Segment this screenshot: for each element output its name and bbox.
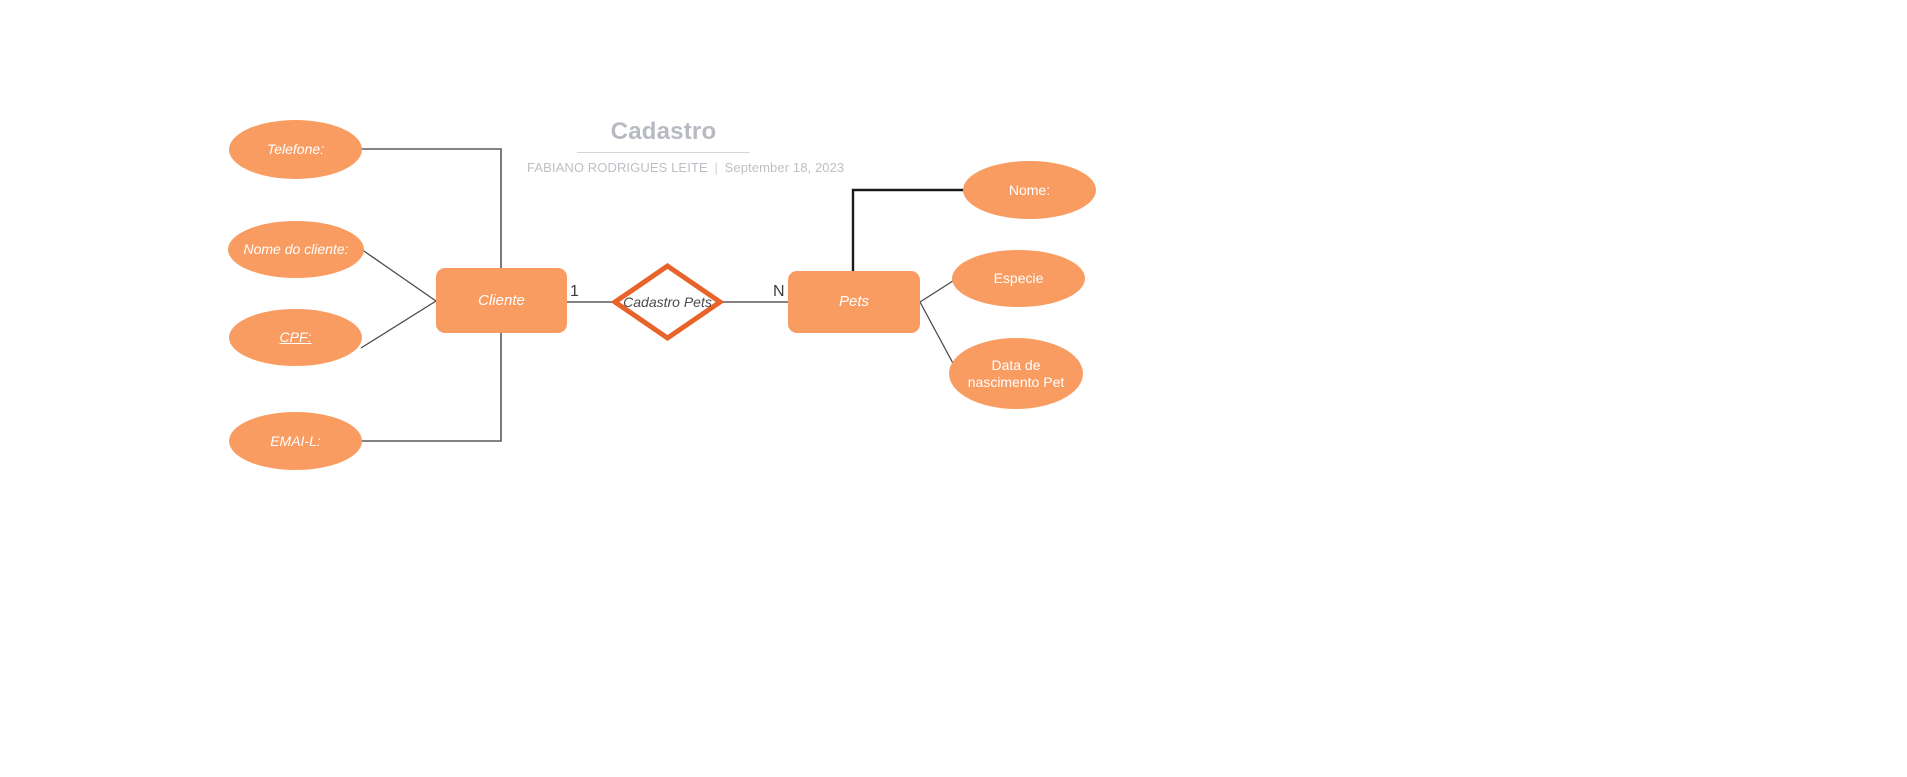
entity-cliente-label: Cliente (478, 291, 525, 309)
connector-cpf-cliente (360, 300, 437, 349)
relationship-cadastro-pets-label: Cadastro Pets (623, 293, 712, 310)
byline-date: September 18, 2023 (724, 160, 845, 175)
document-header: Cadastro FABIANO RODRIGUES LEITE | Septe… (527, 118, 844, 175)
attribute-email[interactable]: EMAI-L: (229, 412, 362, 470)
attribute-data-nascimento-pet-line1: Data de (991, 356, 1041, 373)
relationship-cadastro-pets[interactable]: Cadastro Pets (612, 263, 723, 341)
page-title: Cadastro (610, 118, 717, 145)
diamond-shape-icon (612, 263, 723, 341)
document-byline: FABIANO RODRIGUES LEITE | September 18, … (527, 160, 844, 175)
attribute-email-label: EMAI-L: (270, 432, 321, 449)
connector-emaill-cliente (361, 333, 502, 442)
attribute-nome-do-cliente-label: Nome do cliente: (243, 241, 349, 257)
connector-datanascimento-pets (919, 301, 956, 368)
connector-nomepet-pets (851, 188, 964, 271)
entity-cliente[interactable]: Cliente (436, 268, 567, 333)
attribute-cpf-label: CPF: (279, 329, 312, 345)
attribute-cpf[interactable]: CPF: (229, 309, 362, 366)
attribute-nome-pet-label: Nome: (1008, 181, 1051, 198)
attribute-data-nascimento-pet[interactable]: Data de nascimento Pet (949, 338, 1083, 409)
connector-especie-pets (919, 278, 957, 303)
attribute-nome-do-cliente[interactable]: Nome do cliente: (228, 221, 364, 278)
attribute-especie-label: Especie (993, 270, 1044, 286)
attribute-nome-pet[interactable]: Nome: (963, 161, 1096, 219)
entity-pets-label: Pets (838, 293, 869, 310)
attribute-telefone-label: Telefone: (266, 141, 325, 157)
attribute-data-nascimento-pet-line2: nascimento Pet (967, 373, 1065, 390)
attribute-telefone[interactable]: Telefone: (229, 120, 362, 179)
connector-nome-cliente (360, 248, 437, 302)
byline-author: FABIANO RODRIGUES LEITE (527, 160, 708, 175)
connector-telefone-cliente (361, 148, 502, 268)
cardinality-one: 1 (570, 283, 579, 300)
byline-separator: | (714, 160, 718, 175)
title-divider (577, 152, 750, 153)
cardinality-many: N (773, 283, 785, 300)
attribute-especie[interactable]: Especie (952, 250, 1085, 307)
entity-pets[interactable]: Pets (788, 271, 920, 333)
attribute-data-nascimento-pet-label: Data de nascimento Pet (968, 357, 1065, 391)
